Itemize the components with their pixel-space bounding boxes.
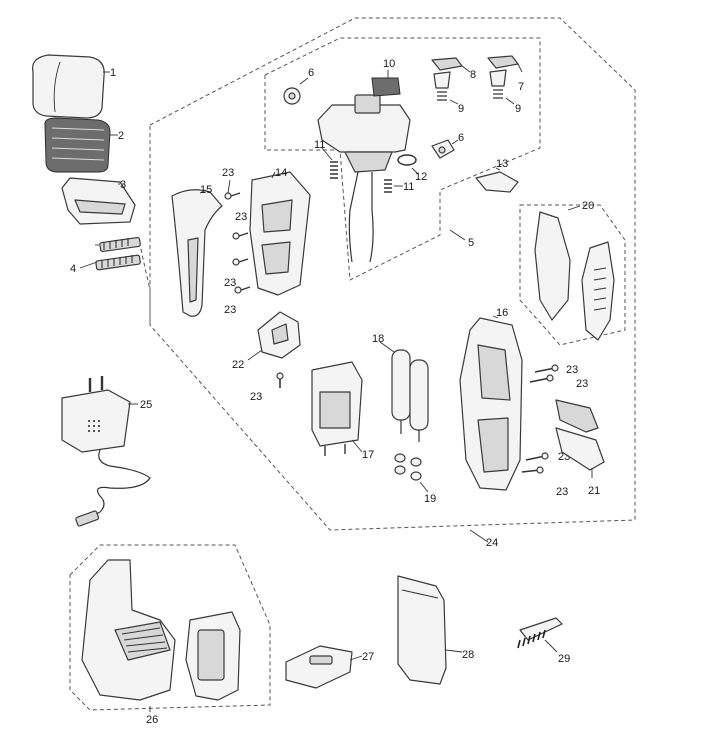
rear-case-icon (459, 317, 523, 491)
callout-29: 29 (558, 653, 570, 665)
callout-11b: 11 (403, 181, 414, 193)
callout-27: 27 (362, 651, 374, 663)
screw-b-icon (232, 232, 249, 240)
callout-25: 25 (140, 399, 152, 411)
terminal-cap-icon (394, 453, 422, 481)
charging-stand-group-outline (69, 544, 271, 711)
callout-6b: 6 (458, 132, 464, 144)
shaver-head-unit (317, 94, 411, 263)
callout-15: 15 (200, 184, 212, 196)
callout-19: 19 (424, 493, 436, 505)
foil-frame-icon (44, 117, 111, 173)
callout-6a: 6 (308, 67, 314, 79)
callout-9a: 9 (458, 103, 464, 115)
callout-23f: 23 (566, 364, 578, 376)
screw-d-icon (234, 286, 251, 294)
callout-23d: 23 (224, 304, 236, 316)
callout-14: 14 (275, 167, 287, 179)
pouch-icon (397, 575, 447, 685)
callout-23i: 23 (556, 486, 568, 498)
callout-2: 2 (118, 130, 124, 142)
callout-24: 24 (486, 537, 498, 549)
trim-blade-assy-icon (555, 399, 605, 471)
screw-c-icon (232, 258, 249, 266)
switch-button-icon (371, 77, 401, 97)
callout-10: 10 (383, 58, 395, 70)
callout-8: 8 (470, 69, 476, 81)
connector-plate-icon (285, 645, 353, 689)
inner-blade-icon (95, 236, 141, 271)
callout-18: 18 (372, 333, 384, 345)
trimmer-lever-icon (431, 57, 463, 101)
callout-4: 4 (70, 263, 76, 275)
trimmer-lever-right-icon (487, 55, 519, 99)
cleaning-brush-icon (517, 617, 563, 649)
trimmer-blade-icon (475, 171, 519, 193)
callout-23a: 23 (222, 167, 234, 179)
callout-5: 5 (468, 237, 474, 249)
front-grip-icon (171, 189, 223, 317)
circuit-board-icon (311, 361, 363, 456)
callout-7: 7 (518, 81, 524, 93)
coil-spring-right-icon (384, 179, 392, 193)
callout-1: 1 (110, 67, 116, 79)
callout-23e: 23 (250, 391, 262, 403)
callout-11a: 11 (314, 139, 325, 151)
bottom-cap-icon (257, 311, 301, 359)
screw-a-icon (224, 192, 241, 200)
callout-23c: 23 (224, 277, 236, 289)
battery-icon (391, 349, 429, 442)
callout-22: 22 (232, 359, 244, 371)
stand-base-icon (185, 611, 241, 701)
coil-spring-left-icon (330, 161, 338, 179)
callout-9b: 9 (515, 103, 521, 115)
callout-16: 16 (496, 307, 508, 319)
screw-g-icon (529, 374, 554, 383)
outer-foil-icon (31, 54, 105, 119)
charging-stand-icon (81, 559, 176, 701)
screw-h-icon (525, 452, 549, 461)
spring-right-icon (431, 139, 455, 159)
callout-3: 3 (120, 179, 126, 191)
screw-i-icon (521, 466, 544, 474)
callout-26: 26 (146, 714, 158, 726)
callout-28: 28 (462, 649, 474, 661)
side-trim-group-outline (519, 204, 626, 346)
callout-21: 21 (588, 485, 600, 497)
callout-17: 17 (362, 449, 374, 461)
frame-icon (61, 177, 136, 225)
ac-adapter-icon (61, 376, 151, 527)
seal-ring-icon (397, 154, 417, 166)
spring-icon (283, 87, 301, 105)
callout-23b: 23 (235, 211, 247, 223)
side-panel-icon (534, 211, 615, 341)
screw-e-icon (276, 372, 284, 388)
inner-chassis-icon (249, 171, 311, 296)
head-group-outline (264, 37, 541, 281)
callout-23g: 23 (576, 378, 588, 390)
screw-f-icon (534, 364, 559, 373)
callout-20: 20 (582, 200, 594, 212)
callout-12: 12 (415, 171, 427, 183)
callout-13: 13 (496, 158, 508, 170)
